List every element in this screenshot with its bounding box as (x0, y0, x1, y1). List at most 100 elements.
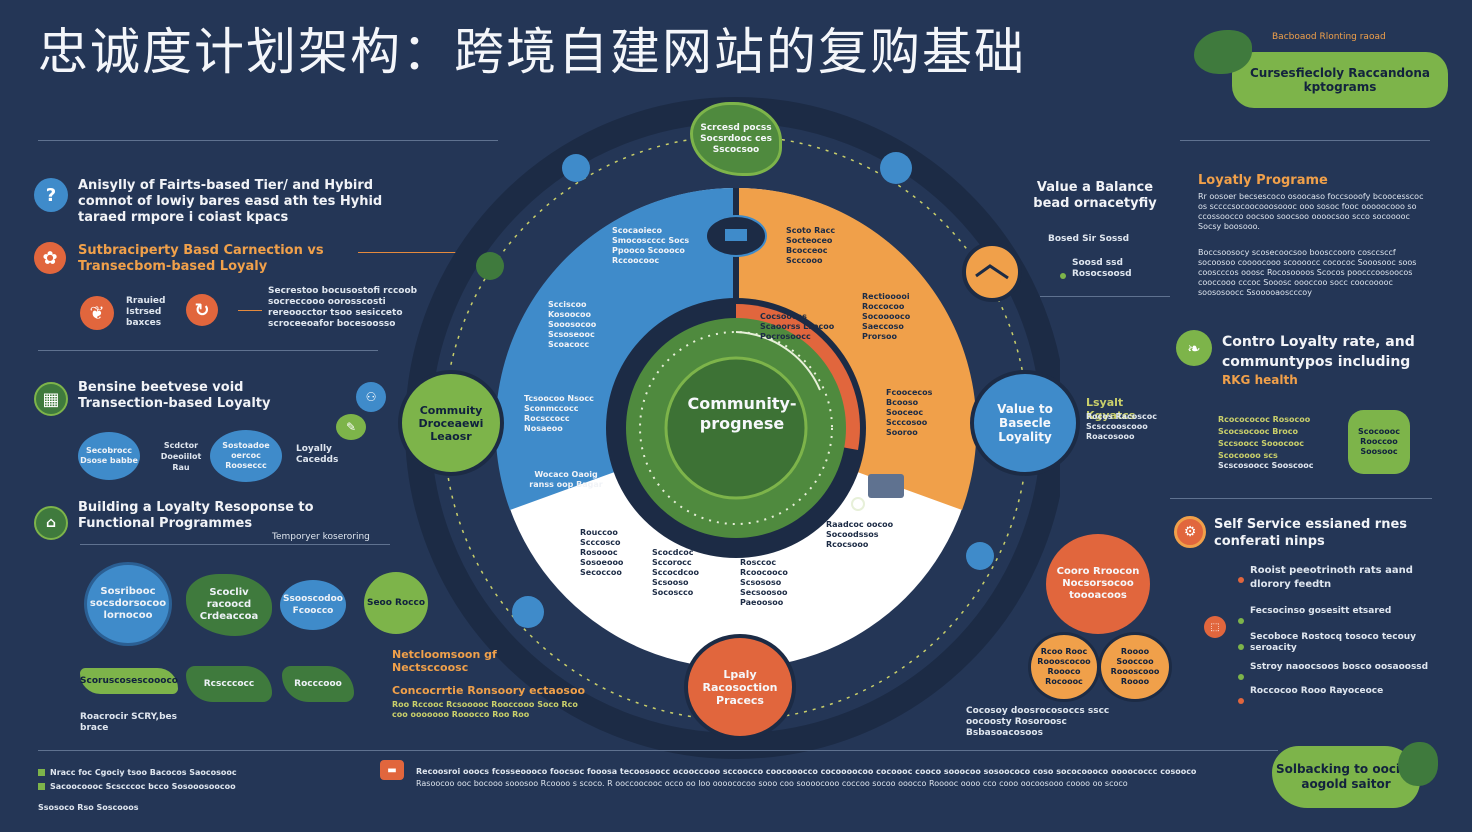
center-top-badge: Scrcesd pocss Socsrdooc ces Sscocsoo (690, 102, 782, 176)
cart-icon: ⬚ (1204, 616, 1226, 638)
orange-text-2: Rectiooooi Roccocoo Socooooco Saeccoso P… (862, 292, 911, 341)
checkbox-icon (38, 783, 45, 790)
cycle-icon: ↻ (186, 294, 218, 326)
white-text-2: Scocdcoc Sccorocc Sccocdcoo Scsooso Soco… (652, 548, 699, 597)
self-item-2: Fecsocinso gosesitt etsared (1250, 606, 1392, 616)
node-blue-left: Secobrocc Dsose babbe (78, 432, 140, 480)
building-icon: ⌂ (34, 506, 68, 540)
bullet (1238, 568, 1244, 587)
chart-icon: ▦ (34, 382, 68, 416)
small-node-icon (476, 252, 504, 280)
pin-icon: ✎ (336, 414, 366, 440)
node-leaf-1: Scocliv racoocd Crdeaccoa (186, 574, 272, 636)
page-title: 忠诚度计划架构：跨境自建网站的复购基础 (38, 23, 1026, 81)
blue-text-3: Tcsoocoo Nsocc Sconmccocc Rocsccocc Nosa… (524, 394, 594, 433)
white-text-4: Raadcoc oocoo Socoodssos Rcocsooo (826, 520, 894, 549)
handshake-icon (975, 264, 1009, 280)
core-circle (664, 356, 808, 500)
footer-left-2: Sacoocoooc Scscccoc bcco Sosooosoocoo (50, 782, 236, 791)
footer-divider (38, 750, 1278, 751)
core-label: Community-prognese (687, 394, 797, 433)
small-node-icon (966, 542, 994, 570)
item3-mid: Scdctor Doeoiilot Rau (160, 441, 202, 472)
program-text-2: Boccsoosocy scosecoocsoo boosccooro cosc… (1198, 248, 1417, 297)
bullet (1238, 665, 1244, 684)
hex-node: Scocoooc Rooccoo Soosooc (1348, 410, 1410, 474)
red-segment-text: Cocsoocos Scaoorss Lsocoo Pocrosoocc (760, 312, 835, 341)
self-item-1: Rooist peeotrinoth rats aand dlorory fee… (1250, 565, 1413, 590)
item3-label: Loyally Cacedds (296, 444, 339, 465)
leaf-tag-3: Rocccooo (282, 666, 354, 702)
bullet (1238, 609, 1244, 628)
response-heading: Building a Loyalty Resoponse to Function… (78, 500, 314, 531)
loyalty-label: Lsyalt Kgyatcs (1086, 396, 1136, 422)
inner-dots (639, 331, 833, 525)
sub-node-1: Rcoo Rooc Roooscocoo Roooco Rocoooc (1028, 632, 1100, 702)
mid-caption-2: Concocrrtie Ronsoory ectaosoo (392, 684, 586, 697)
blue-bottom-text: Wocaco Oaoig ranss oop Bagar (529, 470, 603, 489)
self-item-5: Roccocoo Rooo Rayoceoce (1250, 686, 1384, 696)
node-circle-1: Sosribooc socsdorsocoo lornocoo (84, 562, 172, 646)
program-heading: Loyatly Programe (1198, 173, 1328, 188)
circle-caption: Cocosoy doosrocosoccs sscc oocoosty Roso… (966, 706, 1110, 738)
leaf-tag-2: Rcscccocc (186, 666, 272, 702)
value-heading: Value a Balance bead ornacetyfiy (1033, 180, 1157, 211)
divider (358, 252, 458, 253)
leaf-caption: Roacrocir SCRY,bes brace (80, 712, 178, 733)
item4-caption: Temporyer koseroring (272, 532, 370, 542)
orange-text-1: Scoto Racc Socteoceo Bcocceoc Scccooo (786, 226, 836, 265)
cta-badge[interactable]: Solbacking to oocive aogold saitor (1272, 746, 1420, 808)
self-service-heading: Self Service essianed rnes conferati nin… (1214, 517, 1408, 549)
divider (80, 544, 390, 545)
divider (1180, 140, 1430, 141)
top-right-caption: Bacboaod Rlonting raoad (1272, 32, 1386, 42)
ratio-accent: RKG health (1222, 373, 1298, 387)
key-icon (851, 497, 865, 511)
leaf-icon (1398, 742, 1438, 786)
divider (1040, 296, 1170, 297)
white-text-3: Rosccoc Rcoocooco Scsososo Secsoosoo Pae… (740, 558, 788, 607)
node-circle-3: Seoo Rocco (364, 572, 428, 634)
gear-icon: ⚙ (1174, 516, 1206, 548)
orange-text-3: Fcoocecos Bcooso Sooceoc Scccosoo Sooroo (886, 388, 933, 437)
bullet (1238, 635, 1244, 654)
value-sub-1: Bosed Sir Sossd (1048, 234, 1130, 244)
plant-icon: ❧ (1176, 330, 1212, 366)
small-node-icon (562, 154, 590, 182)
leaf-icon (1194, 30, 1252, 74)
kpi-text-1: Rcococococ Rosocoo Scocsocooc Broco Sccs… (1218, 415, 1311, 460)
checkbox-icon (38, 769, 45, 776)
basket-icon: ▬ (380, 760, 404, 780)
footer-body-1: Recoosroi ooocs fcosseoooco foocsoc fooo… (416, 767, 1196, 776)
kpi-text-2: Scscosoocc Sooscooc (1218, 461, 1314, 470)
orange-handshake-node (962, 242, 1022, 302)
node-circle-2: Ssooscodoo Fcoocco (280, 580, 346, 630)
screen-icon (868, 474, 904, 498)
ratio-heading: Contro Loyalty rate, and communtypos inc… (1222, 334, 1415, 370)
item2-text: Secrestoo bocusostofi rccoob socreccooo … (268, 286, 418, 329)
divider (1170, 498, 1432, 499)
mid-caption-1: Netcloomsoon gf Nectsccoosc (392, 648, 497, 674)
divider (238, 310, 262, 311)
big-red-node: Cooro Rroocon Nocsorsocoo toooacoos (1046, 534, 1150, 634)
leaf-tag-1: Scoruscosescoooco (80, 668, 178, 694)
left-node: Commuity Droceaewi Leaosr (398, 370, 504, 476)
mid-caption-3: Roo Rccooc Rcsooooc Rooccooo Soco Rco co… (392, 700, 578, 719)
gift-icon: ✿ (34, 242, 66, 274)
self-item-4: Sstroy naoocsoos bosco oosaoossd (1250, 662, 1429, 672)
divider (38, 350, 378, 351)
subscription-heading: Sutbraciperty Basd Carnection vs Transec… (78, 243, 324, 274)
footer-left-1: Nracc foc Cgociy tsoo Bacocos Saocosooc (50, 768, 237, 777)
blue-text-2: Scciscoo Kosoocoo Sooosocoo Scsoseooc Sc… (548, 300, 597, 349)
balance-heading: Bensine beetvese void Transection-based … (78, 380, 271, 411)
top-right-pill: Cursesfiecloly Raccandona kptograms (1232, 52, 1448, 108)
item2-sub: Rrauied Istrsed baxces (126, 296, 166, 328)
divider (38, 140, 498, 141)
self-item-3: Secoboce Rostocq tosoco tecouy seroacity (1250, 632, 1417, 653)
arrow-arc (735, 331, 821, 391)
footer-body-2: Rasoocoo ooc bocooo sooosoo Rcoooo s sco… (416, 779, 1128, 788)
bottom-node: Lpaly Racosoction Pracecs (684, 634, 796, 740)
small-node-icon (880, 152, 912, 184)
card-icon (725, 229, 747, 241)
question-icon: ? (34, 178, 68, 212)
